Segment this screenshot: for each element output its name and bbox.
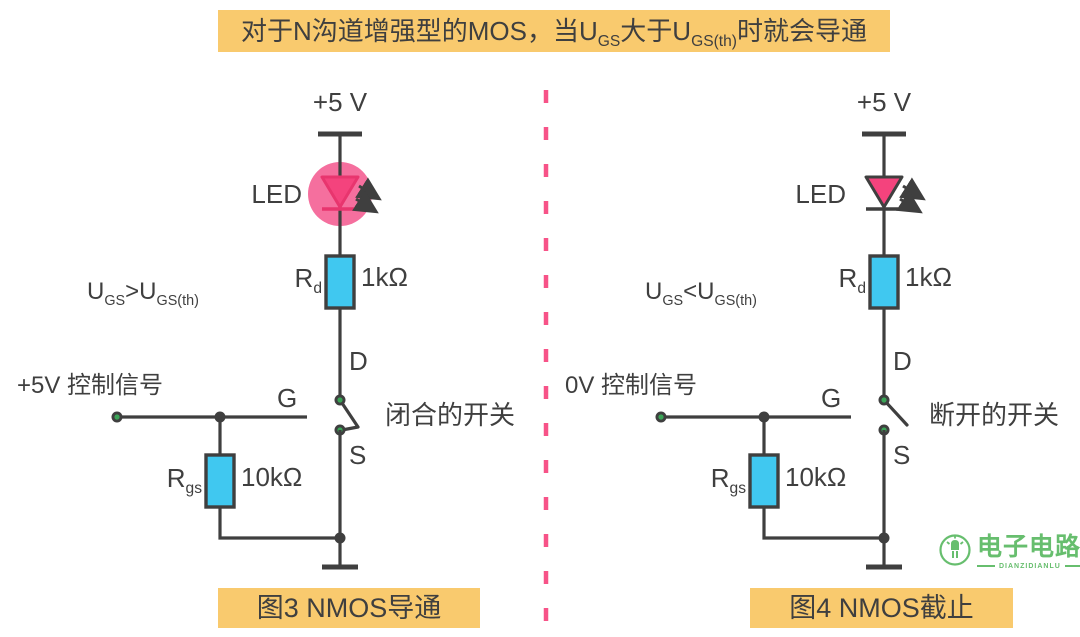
figure-caption-nmos-on: 图3 NMOS导通: [218, 588, 480, 628]
source-label: S: [349, 440, 367, 470]
rgs-label: Rgs: [710, 463, 746, 498]
logo-line: [1064, 565, 1080, 568]
led-label: LED: [251, 179, 302, 209]
headline-text-2: 大于U: [620, 16, 692, 46]
rd-label: Rd: [838, 263, 866, 298]
resistor-rgs: [748, 453, 780, 509]
supply-voltage-label: +5 V: [312, 87, 368, 117]
control-input-terminal-center: [114, 414, 120, 420]
control-signal-label: 0V 控制信号: [565, 372, 698, 399]
switch-closed-lever: [338, 398, 360, 432]
rd-label: Rd: [294, 263, 322, 298]
rgs-value: 10kΩ: [241, 462, 303, 492]
figure-caption-nmos-off: 图4 NMOS截止: [750, 588, 1013, 628]
headline-banner: 对于N沟道增强型的MOS，当UGS大于UGS(th)时就会导通: [218, 10, 890, 52]
led-light-arrow: [899, 177, 926, 201]
led-label: LED: [795, 179, 846, 209]
drain-label: D: [349, 346, 368, 376]
wire-rgs-to-ground: [762, 507, 884, 540]
site-logo: 电子电路 DIANZIDIANLU: [938, 533, 1080, 570]
resistor-rd: [868, 254, 900, 310]
headline-text: 对于N沟道增强型的MOS，当U: [240, 16, 598, 46]
switch-open-lever: [882, 398, 909, 427]
gate-voltage-condition: UGS<UGS(th): [645, 278, 757, 309]
drain-terminal-center: [337, 397, 343, 403]
control-input-terminal-center: [658, 414, 664, 420]
headline-text-3: 时就会导通: [737, 16, 868, 46]
gate-label: G: [821, 383, 842, 413]
wire-rgs-to-ground: [218, 507, 340, 540]
led-symbol: [864, 175, 904, 209]
supply-voltage-label: +5 V: [856, 87, 912, 117]
gate-voltage-condition: UGS>UGS(th): [87, 278, 199, 309]
led-symbol: [320, 175, 360, 209]
drain-label: D: [893, 346, 912, 376]
control-signal-label: +5V 控制信号: [17, 372, 164, 399]
headline-sub-gs: GS: [597, 33, 621, 51]
resistor-rgs: [204, 453, 236, 509]
logo-text: 电子电路 DIANZIDIANLU: [977, 533, 1080, 570]
rd-value: 1kΩ: [361, 262, 408, 292]
led-light-arrow: [352, 190, 379, 214]
rd-value: 1kΩ: [905, 262, 952, 292]
logo-subtitle: DIANZIDIANLU: [977, 563, 1080, 570]
switch-state-label: 闭合的开关: [385, 400, 516, 430]
left-circuit: [111, 131, 382, 570]
switch-state-label: 断开的开关: [929, 400, 1060, 430]
right-circuit: [655, 131, 926, 570]
gate-label: G: [277, 383, 298, 413]
resistor-rd: [324, 254, 356, 310]
headline-sub-gsth: GS(th): [691, 33, 737, 51]
logo-line: [977, 565, 995, 568]
rgs-value: 10kΩ: [785, 462, 847, 492]
led-bulb-icon: [939, 534, 971, 566]
led-light-arrow: [896, 190, 923, 214]
logo-name: 电子电路: [977, 533, 1080, 561]
rgs-label: Rgs: [166, 463, 202, 498]
source-label: S: [893, 440, 911, 470]
drain-terminal-center: [881, 397, 887, 403]
